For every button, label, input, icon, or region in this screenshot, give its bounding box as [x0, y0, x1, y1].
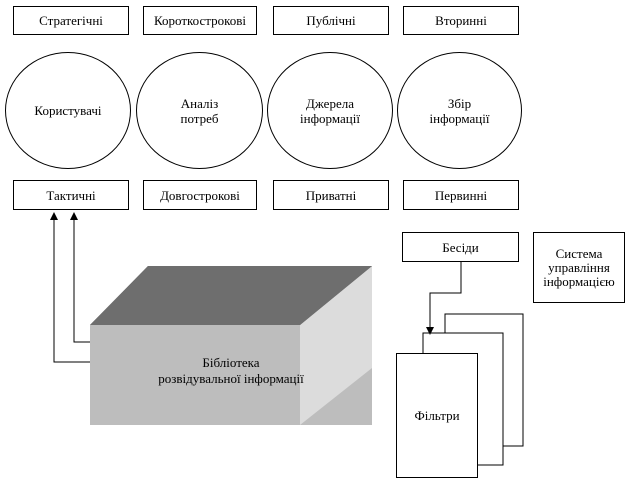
filters-label: Фільтри — [414, 408, 460, 423]
strategic-box: Стратегічні — [13, 6, 129, 35]
library-to-tactical-arrow-outer — [50, 212, 90, 363]
info-collection-oval: Збір інформації — [397, 52, 522, 169]
info-management-system-label: Система управління інформацією — [543, 245, 615, 289]
long-term-box: Довгострокові — [143, 180, 257, 210]
users-oval: Користувачі — [5, 52, 131, 169]
library-block-right-face — [300, 266, 372, 425]
needs-analysis-oval: Аналіз потреб — [136, 52, 263, 169]
long-term-label: Довгострокові — [160, 187, 240, 203]
library-to-tactical-arrow-inner — [70, 212, 90, 343]
library-block-top-face — [90, 266, 372, 325]
private-box: Приватні — [273, 180, 389, 210]
tactical-box: Тактичні — [13, 180, 129, 210]
info-management-system-box: Система управління інформацією — [533, 232, 625, 303]
info-collection-label: Збір інформації — [429, 95, 490, 126]
primary-box: Первинні — [403, 180, 519, 210]
conversations-to-filters-arrow — [426, 262, 462, 335]
private-label: Приватні — [305, 187, 357, 203]
strategic-label: Стратегічні — [39, 13, 103, 28]
secondary-box: Вторинні — [403, 6, 519, 35]
library-block — [90, 266, 372, 425]
info-sources-label: Джерела інформації — [300, 95, 360, 126]
library-label: Бібліотека розвідувальної інформації — [158, 355, 304, 386]
users-label: Користувачі — [34, 103, 102, 118]
public-box: Публічні — [273, 6, 389, 35]
short-term-label: Короткострокові — [153, 13, 247, 28]
tactical-label: Тактичні — [46, 187, 96, 203]
public-label: Публічні — [306, 13, 356, 28]
primary-label: Первинні — [434, 187, 488, 203]
filters-box: Фільтри — [396, 353, 478, 478]
needs-analysis-label: Аналіз потреб — [180, 95, 219, 126]
secondary-label: Вторинні — [435, 13, 487, 28]
short-term-box: Короткострокові — [143, 6, 257, 35]
conversations-label: Бесіди — [442, 239, 479, 255]
conversations-box: Бесіди — [402, 232, 519, 262]
info-sources-oval: Джерела інформації — [267, 52, 393, 169]
library-block-front-face — [90, 325, 300, 425]
